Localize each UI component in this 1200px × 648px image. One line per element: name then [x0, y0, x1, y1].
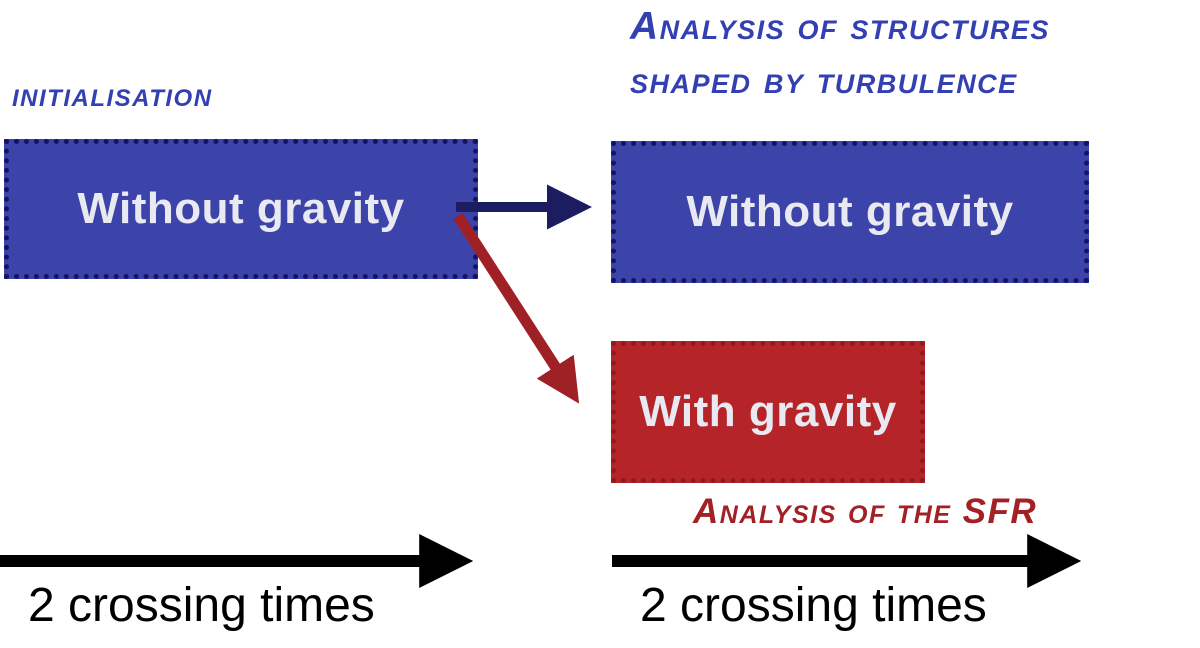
sfr-analysis-label: Analysis of the SFR — [693, 492, 1038, 531]
with-gravity-box-label: With gravity — [639, 387, 897, 436]
turbulence-heading-line1: Analysis of structures — [630, 5, 1050, 48]
timeline-label-right: 2 crossing times — [640, 579, 987, 632]
without-gravity-box-initialisation: Without gravity — [4, 139, 478, 279]
turbulence-heading-line2: shaped by turbulence — [630, 59, 1018, 102]
with-gravity-box: With gravity — [611, 341, 925, 483]
without-gravity-box-analysis: Without gravity — [611, 141, 1089, 283]
turbulence-analysis-heading: Analysis of structures shaped by turbule… — [630, 0, 1050, 108]
without-gravity-box-analysis-label: Without gravity — [686, 187, 1014, 236]
timeline-label-left: 2 crossing times — [28, 579, 375, 632]
initialisation-label: initialisation — [12, 76, 213, 114]
without-gravity-box-initialisation-label: Without gravity — [77, 184, 405, 233]
